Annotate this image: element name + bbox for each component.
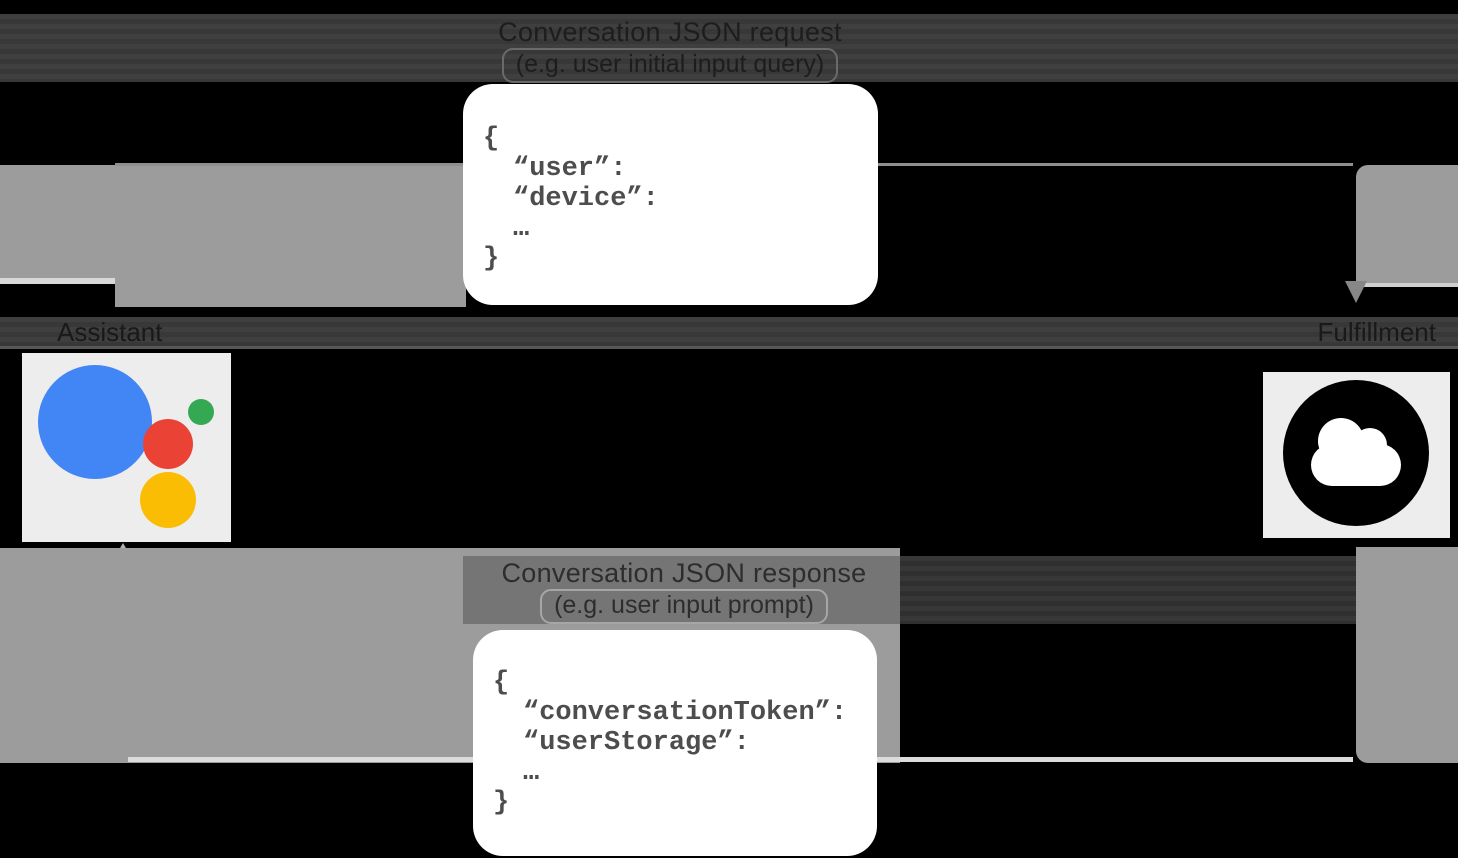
arrowhead-down-icon [1345,281,1367,303]
code-line: … [513,214,530,244]
response-json-box: { “conversationToken”: “userStorage”: … … [473,630,877,856]
code-line: “user”: [513,154,627,184]
cloud-icon-bump [1353,428,1387,462]
assistant-logo-red-dot [143,419,193,469]
response-title-line1: Conversation JSON response [501,558,867,588]
code-line: } [493,788,510,818]
request-title-line2: (e.g. user initial input query) [501,48,839,83]
request-title-line1: Conversation JSON request [498,17,842,47]
request-json-box: { “user”: “device”: … } [463,84,878,305]
actor-name-band [0,317,1458,349]
response-title-band [900,556,1356,624]
fulfillment-label: Fulfillment [1317,317,1436,347]
response-title: Conversation JSON response (e.g. user in… [384,558,984,624]
request-arrow-turn [1356,165,1458,287]
code-line: { [483,124,500,154]
assistant-logo-yellow-dot [140,472,196,528]
request-title: Conversation JSON request (e.g. user ini… [370,17,970,83]
assistant-panel [22,353,231,542]
request-arrow-tail [0,165,115,278]
response-arrow-turn [1356,547,1458,763]
code-line: } [483,244,500,274]
assistant-logo-blue-dot [38,365,152,479]
assistant-label: Assistant [57,317,163,347]
request-arrow-body [115,166,466,307]
code-line: “device”: [513,184,659,214]
code-line: “userStorage”: [523,728,750,758]
code-line: { [493,668,510,698]
code-line: “conversationToken”: [523,698,848,728]
code-line: … [523,758,540,788]
fulfillment-panel [1263,372,1450,538]
cloud-icon [1283,380,1429,526]
assistant-logo-green-dot [188,399,214,425]
request-arrow-tail-edge [0,278,115,284]
response-title-line2: (e.g. user input prompt) [540,589,828,624]
